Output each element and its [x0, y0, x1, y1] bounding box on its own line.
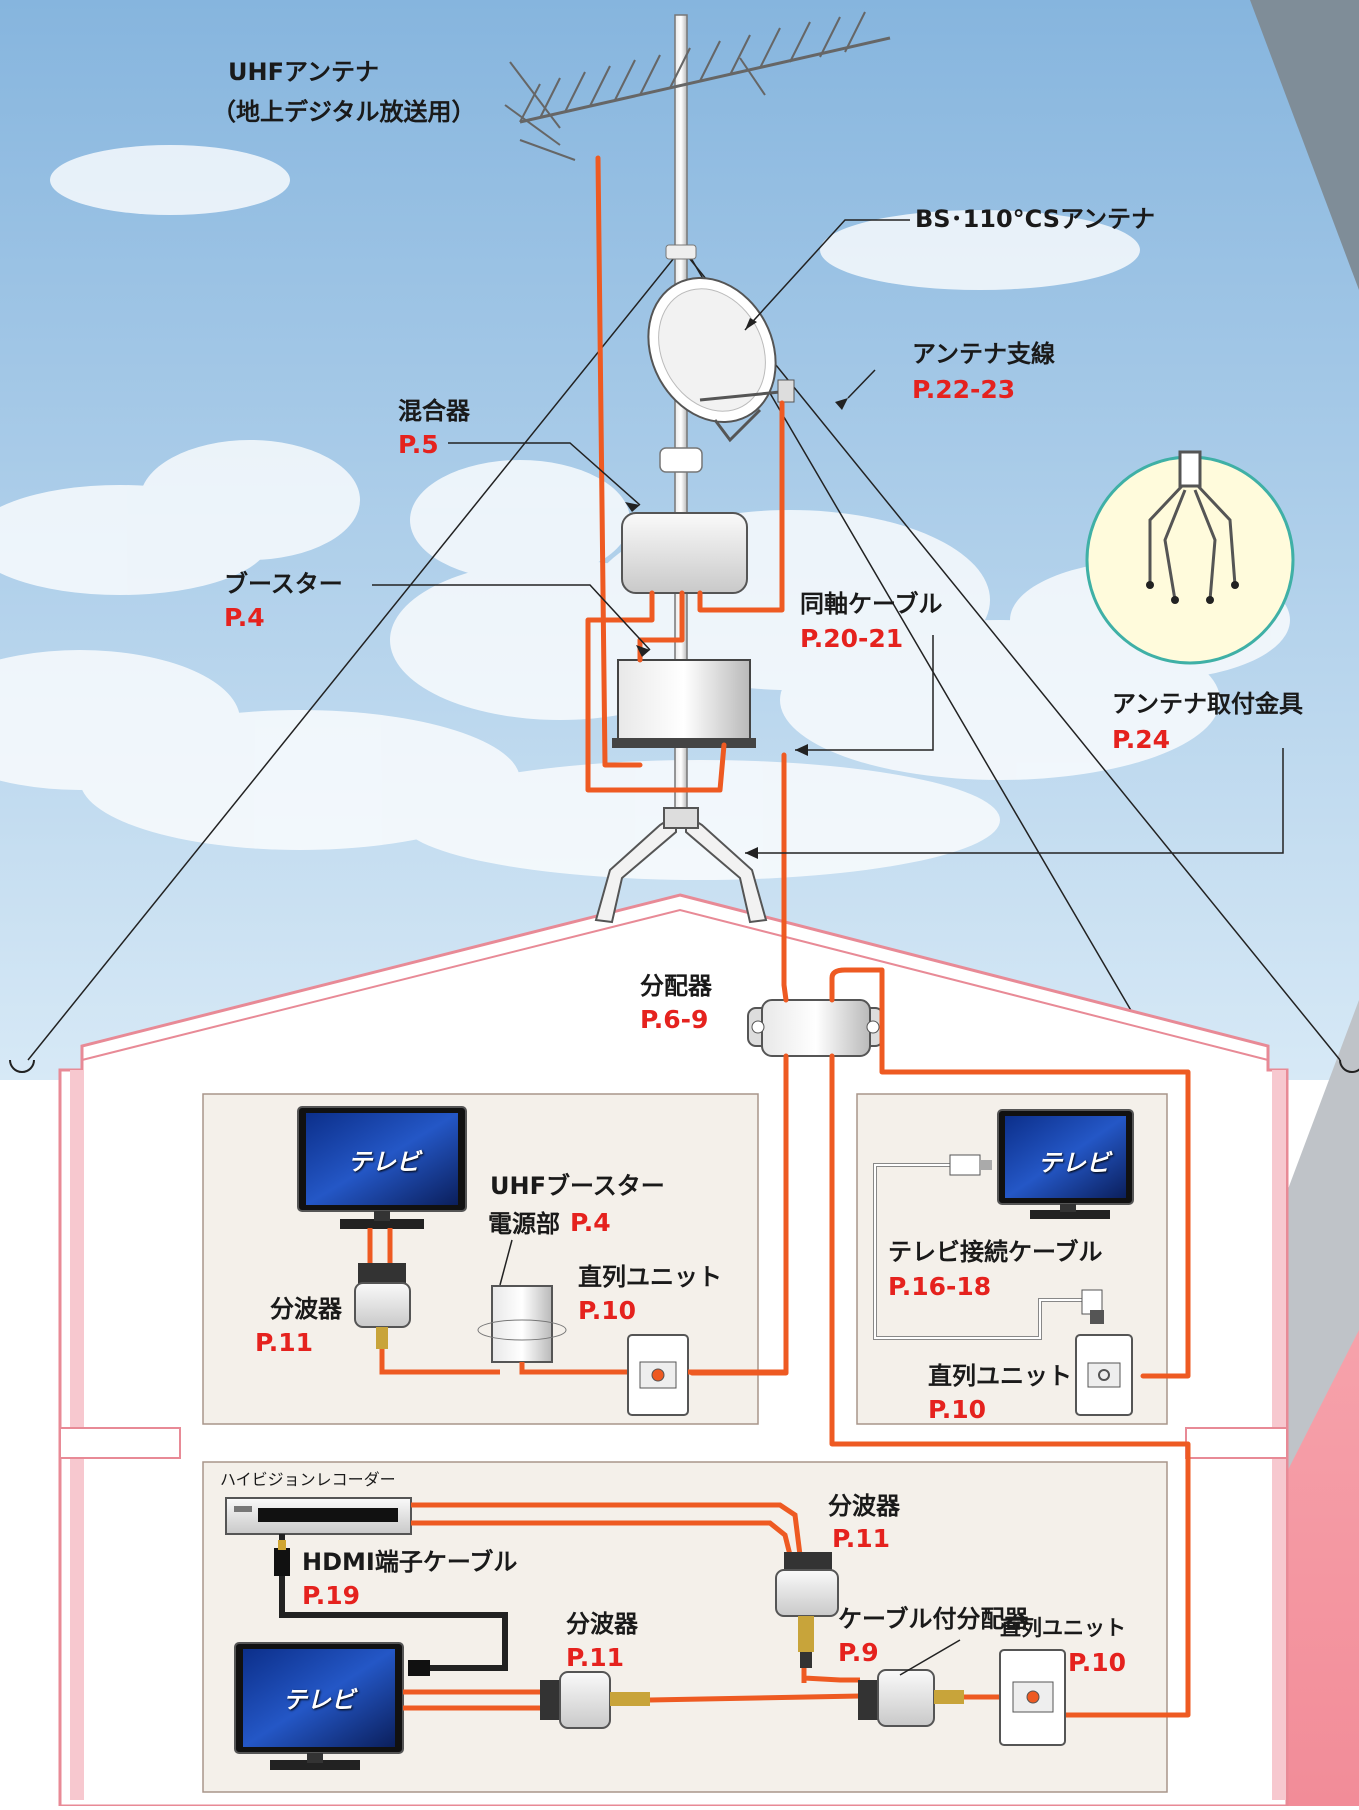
label-coax-page: P.20-21 — [800, 624, 904, 653]
label-tv1: テレビ — [348, 1148, 420, 1176]
splitter2-device — [775, 1552, 860, 1683]
recorder-cables — [411, 1502, 803, 1556]
floor-slab — [59, 1427, 1288, 1459]
label-outlet3-page: P.10 — [1068, 1648, 1127, 1677]
tv1-device — [297, 1106, 467, 1229]
label-splitter2-page: P.11 — [832, 1524, 891, 1553]
label-uhf-antenna: UHFアンテナ — [228, 58, 380, 86]
wire-anchors — [9, 1059, 1359, 1073]
label-uhf-booster-power-1: UHFブースター — [490, 1172, 665, 1200]
recorder-device — [225, 1497, 412, 1535]
hdmi-cable — [274, 1534, 508, 1676]
label-recorder: ハイビジョンレコーダー — [220, 1470, 396, 1489]
label-hdmi: HDMI端子ケーブル — [302, 1548, 518, 1576]
label-tv-cable: テレビ接続ケーブル — [888, 1238, 1103, 1266]
label-outlet1-page: P.10 — [578, 1296, 637, 1325]
booster-box — [612, 659, 756, 748]
label-uhf-antenna-sub: （地上デジタル放送用） — [212, 98, 476, 126]
mount-detail-badge — [1085, 450, 1295, 665]
label-splitter3: 分波器 — [566, 1610, 638, 1638]
label-cable-distributor-page: P.9 — [838, 1638, 879, 1667]
coax-cables — [585, 155, 1191, 1718]
gray-band-top — [1250, 0, 1359, 290]
label-mount: アンテナ取付金具 — [1112, 690, 1304, 718]
label-bs-antenna: BS･110°CSアンテナ — [915, 205, 1156, 233]
label-outlet3: 直列ユニット — [1000, 1616, 1126, 1640]
tv2-device — [997, 1109, 1134, 1219]
tv-cable-device — [873, 1154, 1104, 1340]
label-outlet2-page: P.10 — [928, 1395, 987, 1424]
label-uhf-booster-power-2: 電源部 — [488, 1210, 560, 1238]
label-distributor-page: P.6-9 — [640, 1005, 709, 1034]
antenna-mount — [594, 807, 768, 924]
label-tv-cable-page: P.16-18 — [888, 1272, 992, 1301]
outlet2-device — [1075, 1334, 1133, 1416]
bs-dish — [647, 277, 795, 443]
roof-inner-line — [81, 908, 1269, 1061]
label-coax: 同軸ケーブル — [800, 590, 943, 618]
splitter1-device — [354, 1228, 500, 1375]
label-distributor: 分配器 — [640, 972, 712, 1000]
cable-distributor-device — [858, 1669, 1000, 1727]
tv3-cables — [403, 1689, 540, 1711]
label-mixer: 混合器 — [398, 397, 470, 425]
label-guy-wire-page: P.22-23 — [912, 375, 1016, 404]
label-uhf-booster-power-page: P.4 — [570, 1208, 611, 1237]
label-splitter2: 分波器 — [828, 1492, 900, 1520]
label-outlet2: 直列ユニット — [928, 1362, 1072, 1390]
label-outlet1: 直列ユニット — [578, 1263, 722, 1291]
label-splitter1: 分波器 — [270, 1295, 342, 1323]
booster-power-unit — [477, 1285, 648, 1375]
label-splitter3-page: P.11 — [566, 1643, 625, 1672]
mast-clamp-2 — [659, 447, 703, 473]
label-mount-page: P.24 — [1112, 725, 1171, 754]
outlet1-device — [627, 1334, 784, 1416]
leader-arrowheads — [625, 318, 848, 859]
uhf-antenna — [504, 11, 891, 161]
mixer-box — [621, 512, 748, 594]
label-cable-distributor: ケーブル付分配器 — [838, 1605, 1029, 1633]
tv3-device — [234, 1642, 404, 1770]
splitter3-device — [540, 1671, 861, 1729]
mast-clamp — [665, 244, 697, 260]
label-booster: ブースター — [224, 570, 343, 598]
label-mixer-page: P.5 — [398, 430, 439, 459]
label-booster-page: P.4 — [224, 603, 265, 632]
distributor-box — [747, 999, 884, 1057]
outlet3-device — [999, 1649, 1066, 1746]
label-tv3: テレビ — [283, 1686, 355, 1714]
label-splitter1-page: P.11 — [255, 1328, 314, 1357]
label-hdmi-page: P.19 — [302, 1581, 361, 1610]
label-guy-wire: アンテナ支線 — [912, 340, 1056, 368]
label-tv2: テレビ — [1038, 1149, 1110, 1177]
leader-lines — [372, 219, 1284, 1676]
